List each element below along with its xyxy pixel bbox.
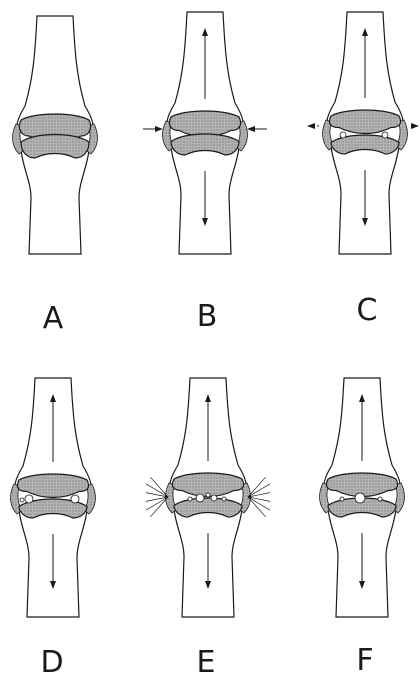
cavitation-bubble <box>340 497 344 501</box>
panel-label-a: A <box>28 304 78 334</box>
upper-cartilage <box>169 111 240 137</box>
cavitation-bubble <box>211 495 217 501</box>
cavitation-bubble <box>355 493 365 503</box>
cavitation-bubble <box>340 132 346 138</box>
expansion-arrowhead-left <box>307 123 315 129</box>
cavitation-bubble <box>25 495 33 503</box>
joint-panel-b <box>143 12 267 254</box>
expansion-arrowhead-right <box>411 123 419 129</box>
cavitation-bubble <box>378 497 382 501</box>
joint-panel-c <box>307 12 419 254</box>
lower-bone <box>21 150 89 254</box>
cavitation-bubble <box>188 497 192 501</box>
panel-label-b: B <box>182 302 232 332</box>
cavitation-bubble <box>382 132 388 138</box>
cavitation-bubble <box>20 498 24 502</box>
upper-cartilage <box>326 473 397 497</box>
joint-panel-f <box>320 378 405 617</box>
compression-arrowhead-right <box>247 126 255 132</box>
panel-label-d: D <box>27 648 77 678</box>
compression-arrowhead-left <box>155 126 163 132</box>
panel-label-c: C <box>342 296 392 326</box>
panel-label-e: E <box>181 648 231 678</box>
cavitation-bubble <box>71 495 79 503</box>
upper-bone <box>17 16 93 126</box>
cavitation-bubble <box>206 493 210 497</box>
joint-panel-d <box>11 378 96 617</box>
upper-cartilage <box>17 474 88 498</box>
cavitation-bubble <box>222 497 226 501</box>
panel-label-f: F <box>340 646 390 676</box>
cavitation-bubble <box>196 494 204 502</box>
upper-cartilage <box>329 110 400 134</box>
joint-panel-a <box>13 16 98 254</box>
joint-panel-e <box>146 378 270 617</box>
